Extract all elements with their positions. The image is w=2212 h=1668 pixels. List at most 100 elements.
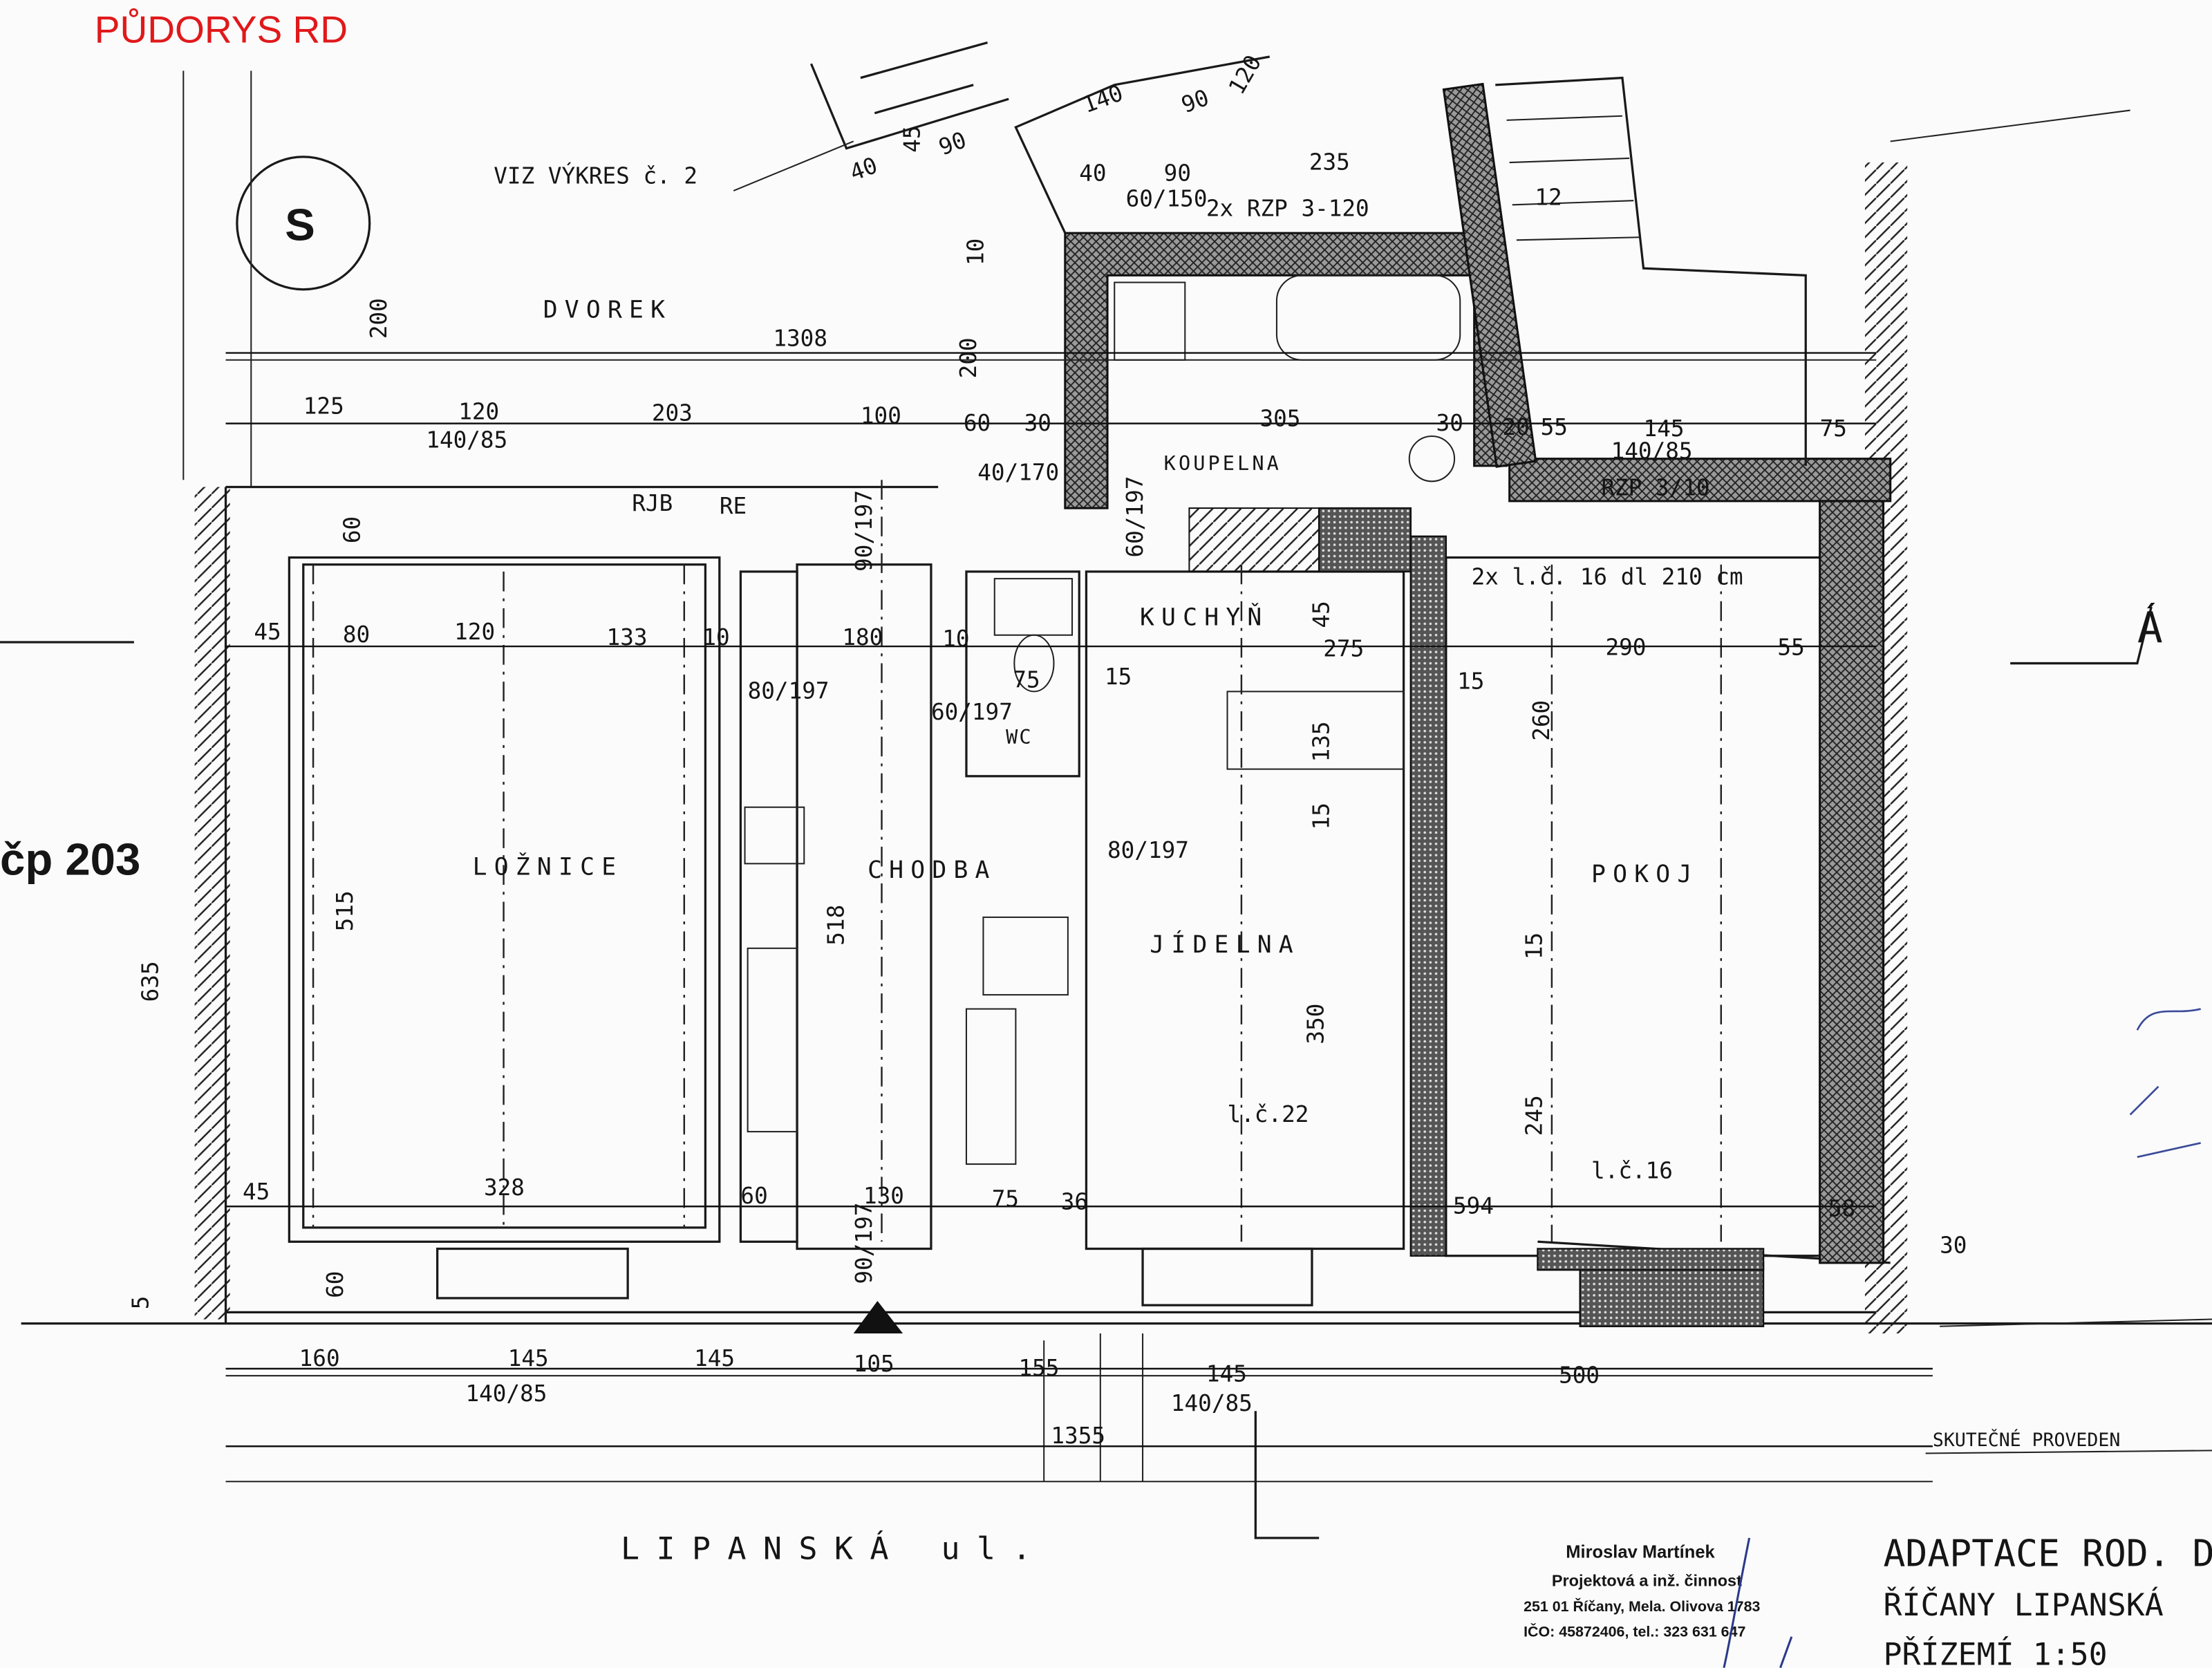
dimension-label: 200: [366, 298, 392, 339]
dimension-label: 155: [1018, 1355, 1059, 1381]
dimension-label: 30: [1940, 1233, 1967, 1259]
stamp-line2: 251 01 Říčany, Mela. Olivova 1783: [1524, 1597, 1760, 1615]
north-label: S: [285, 199, 315, 250]
room-pokoj: POKOJ: [1591, 861, 1698, 888]
signature: [1723, 1537, 1793, 1668]
dimension-label: 75: [1013, 666, 1040, 693]
stamp-line3: IČO: 45872406, tel.: 323 631 647: [1524, 1623, 1745, 1640]
dimension-label: 45: [1308, 601, 1334, 628]
dimension-label: 518: [823, 905, 849, 946]
dimension-label: 60: [322, 1271, 348, 1298]
dimension-label: 40: [846, 152, 881, 186]
room-chodba: CHODBA: [868, 856, 997, 884]
dimension-label: 100: [861, 403, 901, 429]
note-lc16: l.č.16: [1591, 1157, 1673, 1183]
note-lintel: 2x l.č. 16 dl 210 cm: [1472, 563, 1743, 590]
dimension-label: 45: [254, 619, 281, 645]
bathroom-walls: [744, 82, 1892, 1264]
dimension-label: 15: [1105, 664, 1132, 690]
dimension-label: 245: [1521, 1095, 1548, 1136]
dimension-label: 105: [854, 1351, 894, 1377]
room-dvorek: DVOREK: [543, 297, 673, 324]
dimension-label: 160: [299, 1345, 340, 1371]
dimension-label: 1308: [773, 325, 827, 351]
dimension-label: 133: [607, 624, 648, 650]
dimension-label: 350: [1302, 1004, 1329, 1044]
title-block: ADAPTACE ROD. D ŘÍČANY LIPANSKÁ PŘÍZEMÍ …: [1883, 1533, 2212, 1668]
section-mark: Á: [2137, 603, 2163, 653]
project-title: ADAPTACE ROD. D: [1883, 1533, 2212, 1575]
dimension-label: 90: [935, 126, 970, 160]
dimension-label: 90/197: [851, 1203, 877, 1284]
dimensions-interior: 60 45 80 120 133 10 80/197 90/197 180 10…: [127, 476, 1967, 1310]
stamp-name: Miroslav Martínek: [1566, 1542, 1715, 1562]
project-location: ŘÍČANY LIPANSKÁ: [1883, 1586, 2163, 1623]
dimensions-bottom: 160 145 140/85 145 105 155 145 140/85 13…: [225, 1345, 1933, 1449]
room-kuchyn: KUCHYŇ: [1140, 602, 1269, 631]
building-outline: [21, 485, 2212, 1327]
dimension-label: 40: [1079, 160, 1106, 187]
dimension-label: 60: [339, 516, 365, 543]
neighbor-label: čp 203: [0, 834, 140, 885]
dimension-label: 15: [1457, 668, 1484, 694]
dimension-label: 60/150: [1126, 185, 1208, 212]
note-lc22: l.č.22: [1228, 1101, 1309, 1127]
dimension-label: 635: [138, 961, 164, 1002]
dimension-label: 500: [1559, 1362, 1600, 1388]
dimension-label: 15: [1308, 803, 1334, 830]
dimension-label: 305: [1259, 406, 1300, 432]
dimension-label: 60/197: [1122, 476, 1148, 558]
dimension-label: 235: [1309, 149, 1350, 175]
room-wc: WC: [1006, 725, 1032, 749]
dimension-label: 20: [1502, 414, 1529, 440]
handwritten-note: [2129, 1008, 2201, 1159]
dimension-label: 12: [1535, 184, 1562, 210]
note-skutecne: SKUTEČNÉ PROVEDEN: [1933, 1428, 2120, 1451]
room-koupelna: KOUPELNA: [1164, 451, 1282, 475]
dimension-label: 58: [1828, 1196, 1855, 1222]
dimension-label: 145: [694, 1345, 735, 1371]
note-rzp-top: 2x RZP 3-120: [1206, 196, 1369, 222]
dimension-label: 90: [1164, 160, 1191, 187]
dimension-label: 80: [343, 621, 370, 648]
dimension-label: 145: [1206, 1360, 1247, 1387]
dimension-label: 594: [1453, 1192, 1494, 1219]
dimension-label: 140/85: [1611, 438, 1693, 465]
note-rjb: RJB: [632, 490, 673, 516]
room-jidelna: JÍDELNA: [1150, 930, 1300, 959]
note-rzp-right: RZP 3/10: [1601, 475, 1709, 501]
dimension-label: 5: [127, 1296, 153, 1310]
dimension-label: 515: [332, 890, 358, 931]
street-name: LIPANSKÁ ul.: [621, 1530, 1048, 1566]
dimension-label: 1355: [1051, 1423, 1105, 1449]
dimension-label: 260: [1528, 700, 1555, 741]
dimension-label: 328: [484, 1174, 525, 1201]
dimension-label: 45: [899, 125, 926, 152]
dimension-label: 140/85: [1171, 1390, 1253, 1416]
axes: [312, 480, 1723, 1242]
sheet-scale: PŘÍZEMÍ 1:50: [1883, 1636, 2107, 1668]
north-symbol: S: [236, 156, 371, 291]
dimension-label: 145: [508, 1345, 549, 1371]
dimension-label: 75: [1820, 415, 1847, 442]
dimension-label: 140: [1079, 79, 1126, 118]
dimension-label: 10: [962, 238, 988, 265]
dimension-label: 80/197: [1107, 837, 1189, 863]
room-loznice: LOŽNICE: [473, 852, 624, 881]
dimension-label: 10: [702, 624, 729, 650]
dimension-label: 15: [1521, 933, 1548, 959]
dimension-label: 290: [1605, 634, 1646, 660]
dimension-label: 125: [303, 393, 344, 419]
dimensions-top: 1308 125 120 140/85 203 100 60 30 40/170…: [225, 50, 1877, 485]
dimension-label: 80/197: [748, 678, 830, 704]
dimension-label: 90: [1178, 84, 1212, 118]
dimension-label: 60: [740, 1183, 767, 1209]
dimension-label: 36: [1061, 1188, 1088, 1215]
party-wall-left: [194, 487, 230, 1320]
dimension-label: 60/197: [931, 699, 1013, 725]
dimension-label: 30: [1436, 410, 1463, 436]
dimension-label: 40/170: [977, 459, 1059, 485]
dimension-label: 55: [1777, 634, 1804, 660]
dimension-label: 10: [942, 626, 969, 652]
dimension-label: 30: [1024, 410, 1051, 436]
